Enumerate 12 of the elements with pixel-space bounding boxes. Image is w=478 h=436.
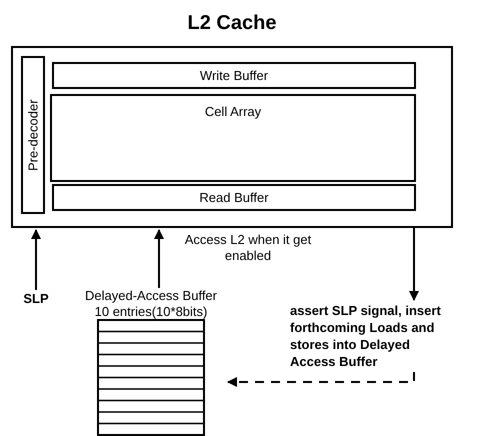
- arrow: [31, 229, 41, 290]
- buffer-heading: Delayed-Access Buffer 10 entries(10*8bits): [84, 288, 218, 320]
- arrow: [409, 228, 419, 301]
- note-text: assert SLP signal, insert forthcoming Loads and stores into Delayed Access Buffer: [290, 302, 458, 372]
- decoder-box: Pre-decoder: [21, 56, 45, 214]
- arrow: [154, 229, 164, 288]
- buffer-box: Write Buffer: [52, 62, 416, 89]
- buffer-box: Read Buffer: [52, 184, 416, 211]
- dashed-arrow: [227, 372, 415, 387]
- signal-label: SLP: [16, 290, 56, 308]
- cache-label: L2 Cache: [186, 11, 278, 36]
- array-box: Cell Array: [50, 94, 416, 182]
